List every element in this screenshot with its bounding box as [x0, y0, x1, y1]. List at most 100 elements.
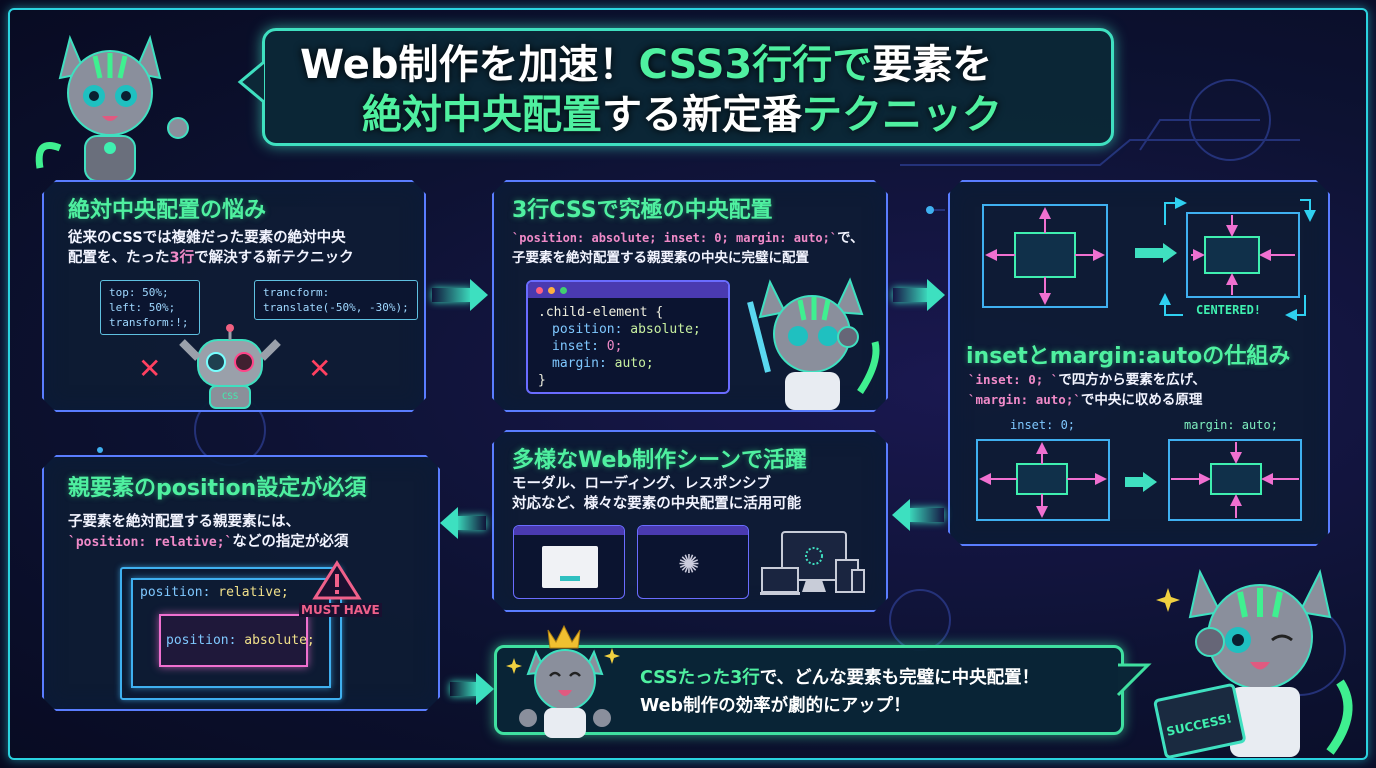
code-line: transform:!; [109, 316, 189, 329]
modal-dialog-icon [542, 546, 598, 588]
text-line: 子要素を絶対配置する親要素には、 [68, 514, 300, 530]
panel-usecases-text: モーダル、ローディング、レスポンシブ 対応など、様々な要素の中央配置に活用可能 [512, 474, 801, 514]
code-val: 0; [606, 339, 623, 354]
relative-parent-box [131, 578, 331, 688]
centered-label: CENTERED! [1196, 303, 1262, 317]
text: などの指定が必須 [232, 534, 349, 550]
code-line: trancform: [263, 286, 330, 299]
text: で、 [837, 230, 864, 246]
code-line: margin: auto; [538, 355, 718, 372]
title-highlight: CSS3行行で [638, 42, 873, 88]
modal-example-window [513, 525, 625, 599]
loading-spinner-icon: ✺ [678, 550, 700, 580]
flow-arrow-left-icon [440, 507, 486, 539]
panel-mechanism-title: insetとmargin:autoの仕組み [966, 344, 1291, 369]
title-line-1: Web制作を加速！CSS3行行で要素を [290, 40, 1110, 90]
panel-mechanism-text: `inset: 0; `で四方から要素を広げ、 `margin: auto;`で… [968, 370, 1206, 410]
warning-triangle-icon [312, 560, 362, 600]
outer-frame [8, 8, 1368, 760]
inset-label: inset: 0; [1010, 418, 1076, 432]
maximize-dot-icon [560, 286, 567, 294]
text-line: 従来のCSSでは複雑だった要素の絶対中央 [68, 230, 346, 246]
code-selector: .child-element { [538, 305, 664, 320]
inline-code: `margin: auto;` [968, 392, 1081, 407]
error-x-icon: ✕ [138, 352, 161, 385]
code-snippet-right: trancform: translate(-50%, -30%); [254, 280, 418, 320]
code-line: position: absolute; [538, 321, 718, 338]
text: で四方から要素を広げ、 [1058, 372, 1206, 388]
panel-problem-title: 絶対中央配置の悩み [68, 198, 267, 223]
code-block: .child-element { position: absolute; ins… [528, 298, 728, 392]
code-val: auto; [614, 356, 654, 371]
text-line: `inset: 0; `で四方から要素を広げ、 [968, 370, 1206, 390]
code-editor-window: .child-element { position: absolute; ins… [526, 280, 730, 394]
panel-solution-text: `position: absolute; inset: 0; margin: a… [512, 228, 864, 268]
absolute-code: position: absolute; [166, 633, 315, 648]
code-val: absolute; [244, 633, 315, 648]
title-text: する新定番 [602, 92, 802, 138]
text: で、どんな要素も完璧に中央配置！ [759, 668, 1040, 688]
panel-usecases-title: 多様なWeb制作シーンで活躍 [512, 448, 808, 473]
panel-parent-text: 子要素を絶対配置する親要素には、 `position: relative;`など… [68, 512, 348, 553]
code-snippet-left: top: 50%; left: 50%; transform:!; [100, 280, 200, 335]
conclusion-text: CSSたった3行で、どんな要素も完璧に中央配置！ Web制作の効率が劇的にアップ… [640, 664, 1039, 720]
close-dot-icon [536, 286, 543, 294]
text-line: `position: absolute; inset: 0; margin: a… [512, 228, 864, 248]
text-line: モーダル、ローディング、レスポンシブ [512, 476, 771, 492]
text: で中央に収める原理 [1080, 392, 1203, 408]
panel-parent-position [42, 455, 440, 711]
text-highlight: 3行 [169, 250, 195, 266]
inline-code: `position: absolute; inset: 0; margin: a… [512, 231, 838, 245]
panel-solution-title: 3行CSSで究極の中央配置 [512, 198, 773, 223]
code-prop: inset: [552, 339, 599, 354]
centering-diagram-top [982, 197, 1316, 321]
loading-example-window: ✺ [637, 525, 749, 599]
code-close: } [538, 373, 546, 388]
error-x-icon: ✕ [308, 352, 331, 385]
panel-parent-title: 親要素のposition設定が必須 [68, 476, 367, 501]
inline-code: `position: relative;` [68, 535, 233, 550]
title-bubble [262, 28, 1114, 146]
minimize-dot-icon [548, 286, 555, 294]
inline-code: `inset: 0; ` [968, 372, 1059, 387]
text-line: 対応など、様々な要素の中央配置に活用可能 [512, 496, 802, 512]
title-line-2: 絶対中央配置する新定番テクニック [290, 90, 1110, 140]
code-val: absolute; [630, 322, 701, 337]
code-prop: position: [166, 633, 237, 648]
code-val: relative; [218, 585, 289, 600]
window-titlebar [528, 282, 728, 298]
title-highlight: 絶対中央配置 [362, 92, 602, 138]
page-title: Web制作を加速！CSS3行行で要素を 絶対中央配置する新定番テクニック [290, 40, 1110, 140]
text: で解決する新テクニック [194, 250, 354, 266]
confused-robot-icon: ✕ ✕ [138, 324, 331, 409]
conclusion-line-2: Web制作の効率が劇的にアップ！ [640, 696, 911, 716]
cat-mascot-waving-icon [35, 34, 189, 182]
text-line: `margin: auto;`で中央に収める原理 [968, 390, 1206, 410]
centering-diagram-bottom [976, 439, 1302, 521]
responsive-devices-icon [760, 531, 865, 595]
flow-arrow-right-icon [450, 673, 494, 705]
title-highlight: テクニック [802, 92, 1002, 138]
outer-parent-box [120, 567, 342, 700]
flow-arrow-left-icon [892, 499, 944, 531]
conclusion-bubble-tail [1116, 663, 1152, 697]
margin-label: margin: auto; [1184, 418, 1278, 432]
absolute-child-box [159, 614, 308, 667]
cat-mascot-success-icon [1153, 569, 1353, 759]
code-line: translate(-50%, -30%); [263, 301, 409, 314]
robot-label: CSS [222, 392, 239, 402]
flow-arrow-right-icon [432, 279, 488, 311]
title-bubble-tail [237, 60, 265, 104]
text-line: `position: relative;`などの指定が必須 [68, 532, 348, 553]
text-line: 配置を、たった3行で解決する新テクニック [68, 248, 354, 268]
cat-mascot-crown-icon [506, 624, 620, 738]
text-line: 子要素を絶対配置する親要素の中央に完璧に配置 [512, 250, 809, 266]
code-line: left: 50%; [109, 301, 176, 314]
code-prop: position: [552, 322, 623, 337]
relative-code: position: relative; [140, 585, 289, 600]
panel-problem-text: 従来のCSSでは複雑だった要素の絶対中央 配置を、たった3行で解決する新テクニッ… [68, 228, 354, 268]
code-prop: position: [140, 585, 211, 600]
cat-mascot-pointing-icon [747, 277, 880, 410]
conclusion-line-1: CSSたった3行で、どんな要素も完璧に中央配置！ [640, 664, 1039, 692]
conclusion-highlight: CSSたった3行 [640, 668, 760, 688]
